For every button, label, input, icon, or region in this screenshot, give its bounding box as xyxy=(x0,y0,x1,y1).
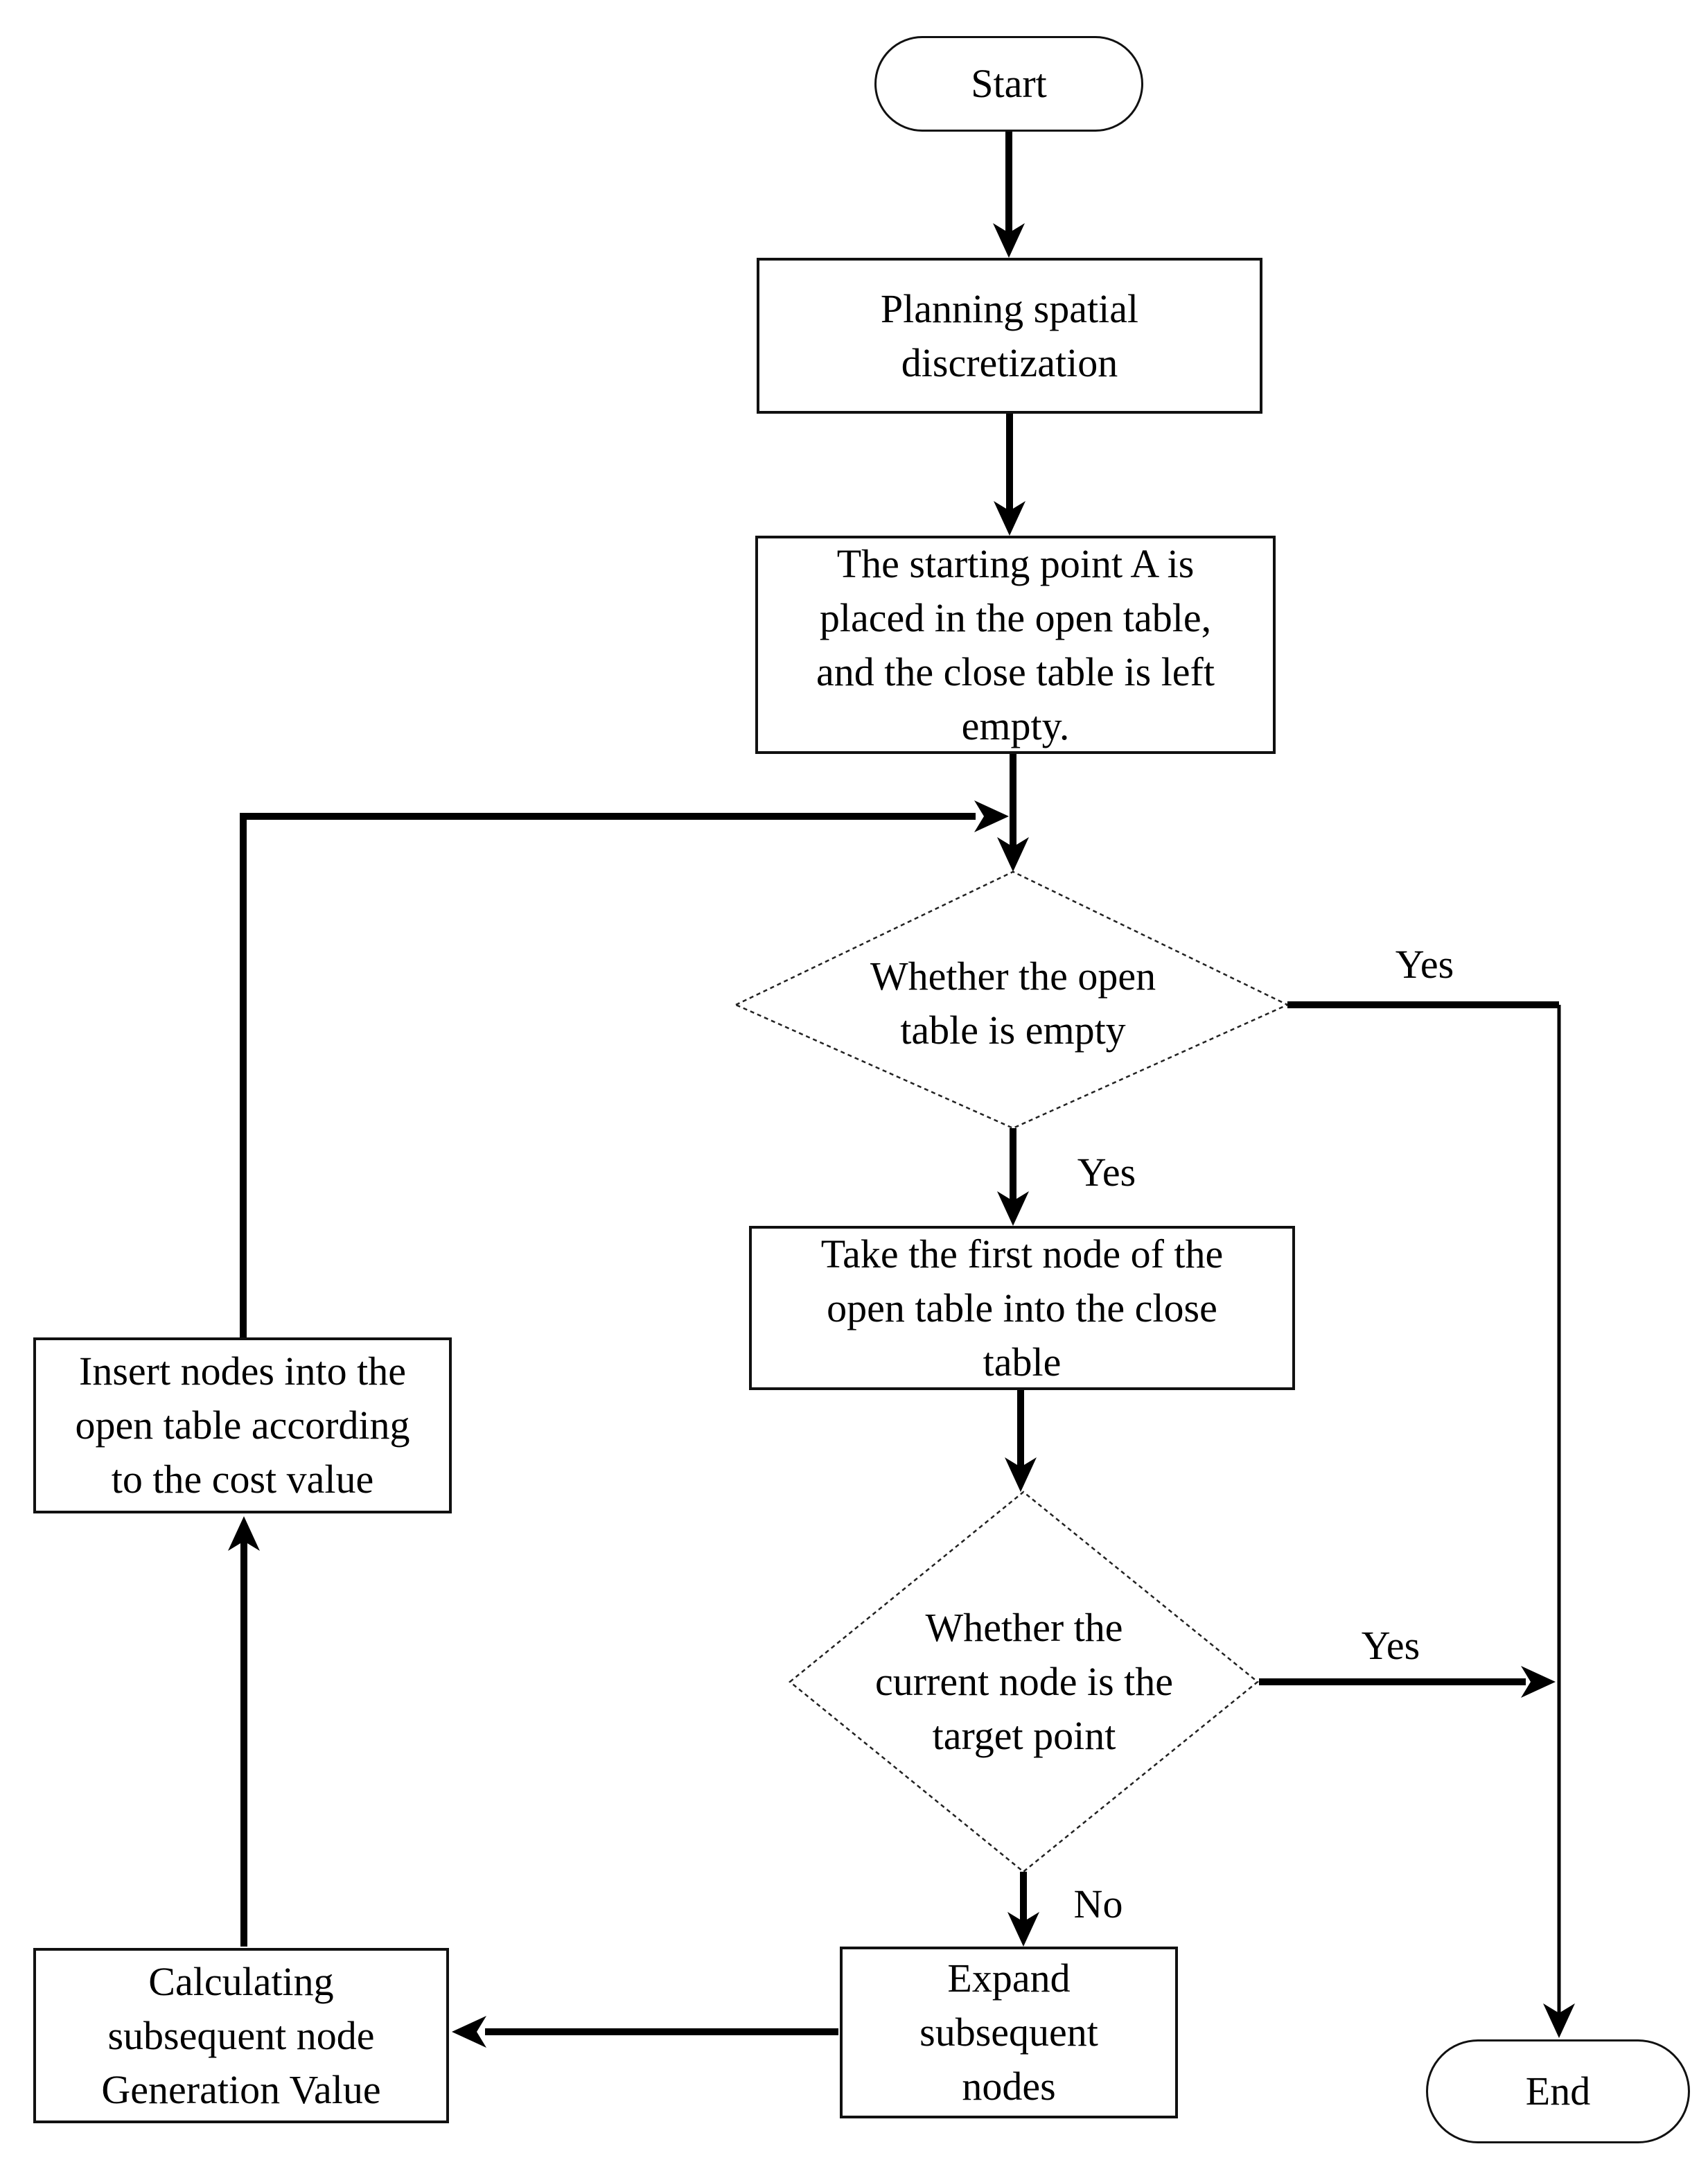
connector-open-empty-yes-to-end xyxy=(1287,1001,1575,2038)
arrowhead-down-icon xyxy=(1543,2003,1575,2038)
decision-current-is-target-shape xyxy=(789,1491,1259,1873)
arrowhead-down-icon xyxy=(997,837,1029,872)
arrowhead-down-icon xyxy=(997,1191,1029,1226)
arrowhead-left-icon xyxy=(452,2016,486,2048)
connector-open-empty-yes-down xyxy=(997,1128,1029,1226)
arrowhead-up-icon xyxy=(228,1516,260,1551)
connector-insert-feedback-loop xyxy=(240,800,1009,1337)
node-insert-nodes-label: Insert nodes into the open table accordi… xyxy=(75,1349,410,1502)
node-take-first-node-label: Take the first node of the open table in… xyxy=(820,1231,1224,1385)
connector-is-target-no-down xyxy=(1007,1872,1039,1947)
node-insert-nodes: Insert nodes into the open table accordi… xyxy=(33,1337,452,1513)
connector-is-target-yes-right xyxy=(1259,1666,1556,1698)
node-place-start-label: The starting point A is placed in the op… xyxy=(816,541,1215,748)
node-end: End xyxy=(1426,2039,1690,2143)
edge-label-target-down-no: No xyxy=(1073,1881,1123,1926)
decision-open-table-empty-shape xyxy=(734,870,1289,1130)
edge-label-target-right-yes: Yes xyxy=(1361,1623,1420,1668)
edge-label-open-empty-right-yes: Yes xyxy=(1395,942,1454,987)
arrowhead-down-icon xyxy=(993,223,1025,258)
node-end-label: End xyxy=(1525,2069,1591,2114)
connector-take-first-to-is-target xyxy=(1005,1390,1037,1492)
connector-planning-to-place-start xyxy=(994,414,1025,536)
node-start: Start xyxy=(874,36,1143,132)
node-planning: Planning spatial discretization xyxy=(757,258,1262,414)
node-start-label: Start xyxy=(971,61,1047,106)
arrowhead-down-icon xyxy=(1005,1457,1037,1492)
node-expand-nodes: Expand subsequent nodes xyxy=(840,1947,1178,2118)
arrowhead-right-icon xyxy=(1521,1666,1556,1698)
node-take-first-node: Take the first node of the open table in… xyxy=(749,1226,1295,1390)
arrowhead-down-icon xyxy=(994,501,1025,536)
connector-expand-to-calculating xyxy=(452,2016,838,2048)
connector-place-start-to-open-empty xyxy=(997,754,1029,872)
connector-start-to-planning xyxy=(993,132,1025,258)
node-calc-generation: Calculating subsequent node Generation V… xyxy=(33,1948,449,2123)
node-calc-generation-label: Calculating subsequent node Generation V… xyxy=(101,1958,381,2112)
node-planning-label: Planning spatial discretization xyxy=(880,286,1139,385)
node-place-start: The starting point A is placed in the op… xyxy=(755,536,1276,754)
arrowhead-down-icon xyxy=(1007,1912,1039,1947)
node-expand-nodes-label: Expand subsequent nodes xyxy=(919,1956,1098,2109)
connector-calculating-to-insert xyxy=(228,1516,260,1947)
arrowhead-right-icon xyxy=(974,800,1009,832)
edge-label-open-empty-down-yes: Yes xyxy=(1077,1150,1136,1195)
